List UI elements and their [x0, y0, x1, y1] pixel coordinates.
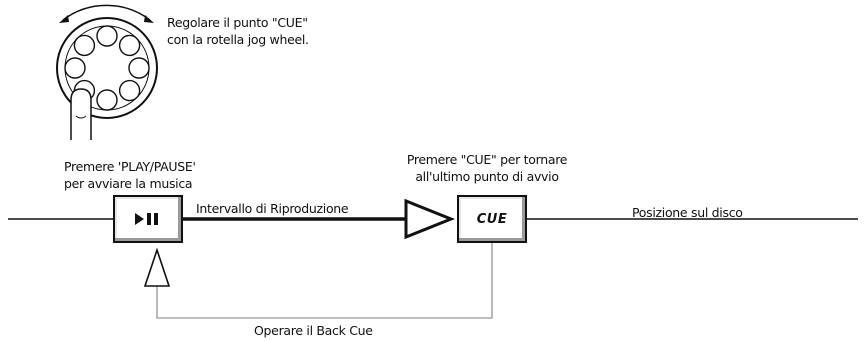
jog-instruction: Regolare il punto "CUE" con la rotella j…	[167, 14, 309, 48]
play-pause-icon	[135, 213, 158, 225]
back-cue-loop	[156, 243, 493, 319]
cue-instruction: Premere "CUE" per tornare all'ultimo pun…	[394, 151, 580, 185]
disc-position-label: Posizione sul disco	[632, 205, 743, 220]
playback-direction-arrow	[404, 198, 456, 240]
play-instruction-line1: Premere 'PLAY/PAUSE'	[64, 159, 196, 174]
jog-instruction-line2: con la rotella jog wheel.	[167, 32, 309, 47]
finger-icon	[70, 88, 92, 140]
play-instruction: Premere 'PLAY/PAUSE' per avviare la musi…	[64, 158, 196, 192]
back-cue-arrow	[143, 247, 171, 287]
cue-instruction-line2: all'ultimo punto di avvio	[415, 169, 559, 184]
cue-button-label: CUE	[476, 211, 508, 227]
playback-interval-label: Intervallo di Riproduzione	[196, 201, 349, 216]
cue-button[interactable]: CUE	[457, 195, 527, 243]
play-instruction-line2: per avviare la musica	[64, 176, 193, 191]
cue-instruction-line1: Premere "CUE" per tornare	[406, 152, 568, 167]
back-cue-label: Operare il Back Cue	[254, 323, 373, 338]
play-pause-button[interactable]	[113, 195, 183, 243]
jog-instruction-line1: Regolare il punto "CUE"	[167, 15, 308, 30]
